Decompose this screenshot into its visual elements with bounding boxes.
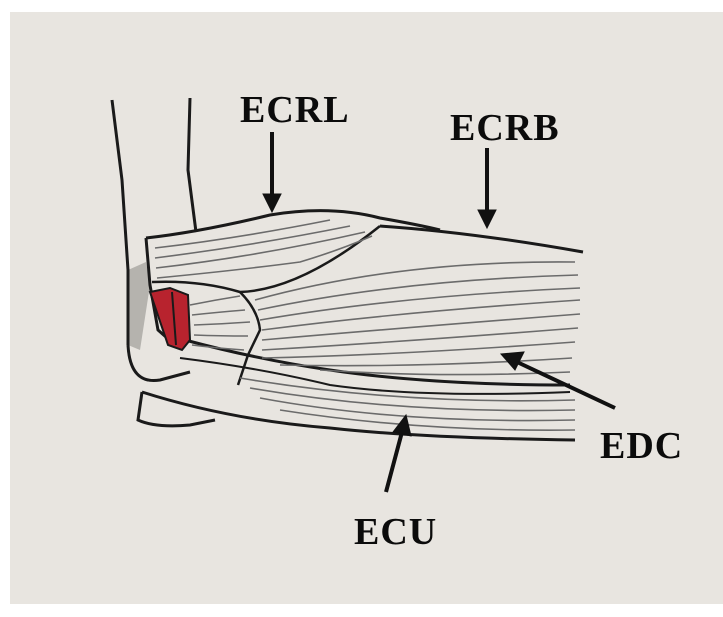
elbow-base-outline (128, 345, 215, 426)
label-ecrb: ECRB (450, 106, 560, 150)
label-ecrl: ECRL (240, 88, 350, 132)
arrow-edc (501, 352, 615, 408)
label-edc: EDC (600, 424, 683, 468)
ecu-bottom-outline (142, 392, 575, 440)
arrow-ecrb (478, 148, 496, 228)
lateral-epicondyle-shadow (128, 262, 150, 350)
arrow-ecrl (263, 132, 281, 212)
tendon-division (238, 292, 260, 385)
ecrl-muscle-outline (146, 211, 440, 238)
label-ecu: ECU (354, 510, 437, 554)
arrow-ecu (386, 415, 411, 492)
ecrb-muscle-outline (380, 226, 583, 252)
muscle-fibers (155, 220, 580, 430)
humerus-outline-inner (188, 98, 196, 232)
humerus-outline (112, 100, 128, 345)
